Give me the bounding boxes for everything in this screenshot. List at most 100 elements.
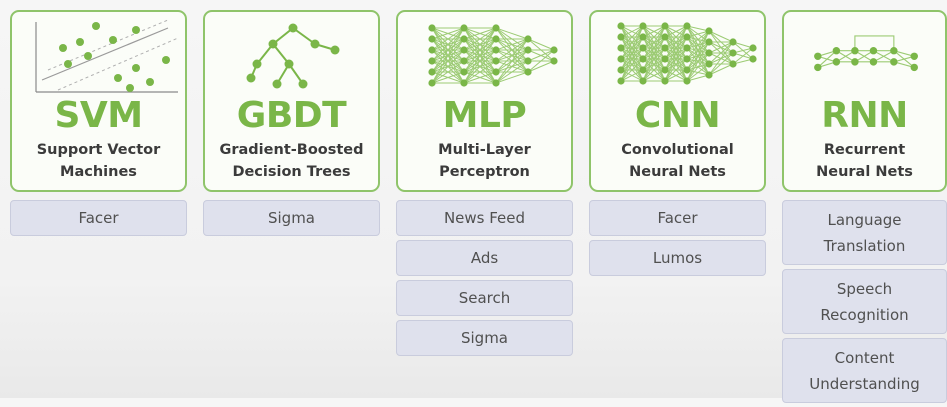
model-full-name: Gradient-Boosted Decision Trees xyxy=(219,142,364,180)
network-node xyxy=(639,66,647,74)
network-node xyxy=(460,57,468,65)
network-node xyxy=(639,55,647,63)
use-case-chip: Lumos xyxy=(589,240,766,276)
network-node xyxy=(550,57,558,65)
network-node xyxy=(460,24,468,32)
use-case-list: Facer xyxy=(10,200,187,240)
network-node xyxy=(492,46,500,54)
network-edge xyxy=(495,38,529,84)
network-node xyxy=(683,44,691,52)
network-node xyxy=(705,38,713,46)
cnn-network-illustration xyxy=(617,22,757,85)
network-node xyxy=(617,66,625,74)
svm-illustration xyxy=(35,19,179,93)
network-node xyxy=(492,79,500,87)
network-node xyxy=(428,46,436,54)
network-edge xyxy=(664,36,688,82)
network-edge xyxy=(620,25,644,60)
model-card-mlp: MLP Multi-Layer Perceptron xyxy=(396,10,573,192)
network-node xyxy=(705,49,713,57)
network-edge xyxy=(527,49,555,73)
network-edge xyxy=(642,25,666,82)
mlp-network-illustration xyxy=(428,24,558,87)
network-edge xyxy=(708,41,734,65)
network-node xyxy=(661,77,669,85)
network-edge xyxy=(431,49,465,84)
network-edge xyxy=(431,60,465,84)
network-edge xyxy=(495,71,529,84)
network-edge xyxy=(708,30,734,43)
network-edge xyxy=(431,27,465,40)
network-edge xyxy=(686,30,710,82)
network-edge xyxy=(686,52,710,82)
network-edge xyxy=(620,25,644,49)
model-full-name: Convolutional Neural Nets xyxy=(621,142,734,180)
network-edge xyxy=(431,71,465,84)
network-node xyxy=(661,44,669,52)
network-node xyxy=(428,24,436,32)
network-node xyxy=(428,57,436,65)
rnn-network-illustration xyxy=(814,35,918,72)
decision-tree-illustration xyxy=(246,23,340,89)
network-node xyxy=(683,66,691,74)
network-edge xyxy=(708,41,734,54)
network-node xyxy=(661,66,669,74)
use-case-chip: Content Understanding xyxy=(782,338,947,403)
network-node xyxy=(617,33,625,41)
network-edge xyxy=(495,60,529,84)
network-node xyxy=(661,55,669,63)
network-node xyxy=(617,55,625,63)
network-edge xyxy=(642,69,666,82)
network-edge xyxy=(463,27,497,62)
model-full-name: Multi-Layer Perceptron xyxy=(438,142,531,180)
network-edge xyxy=(620,58,644,82)
use-case-chip: News Feed xyxy=(396,200,573,236)
network-node xyxy=(428,35,436,43)
network-node xyxy=(729,49,737,57)
network-edge xyxy=(463,27,497,73)
network-node xyxy=(639,44,647,52)
network-edge xyxy=(495,38,529,51)
network-node xyxy=(749,55,757,63)
network-node xyxy=(661,22,669,30)
use-case-list: Facer Lumos xyxy=(589,200,766,280)
use-case-chip: Facer xyxy=(10,200,187,236)
network-edge xyxy=(664,25,688,82)
network-edge xyxy=(620,25,644,38)
network-edge xyxy=(620,69,644,82)
network-node xyxy=(492,24,500,32)
network-edge xyxy=(431,27,465,84)
use-case-chip: Sigma xyxy=(396,320,573,356)
network-node xyxy=(683,33,691,41)
network-edge xyxy=(642,25,666,49)
network-edge xyxy=(495,38,529,73)
network-node xyxy=(705,60,713,68)
network-edge xyxy=(664,58,688,82)
use-case-chip: Facer xyxy=(589,200,766,236)
model-card-rnn: RNN Recurrent Neural Nets xyxy=(782,10,947,192)
use-case-chip: Sigma xyxy=(203,200,380,236)
network-node xyxy=(492,57,500,65)
network-edge xyxy=(686,41,710,82)
network-edge xyxy=(708,52,734,76)
network-edge xyxy=(686,30,710,49)
network-node xyxy=(460,68,468,76)
network-edge xyxy=(431,38,465,84)
network-edge xyxy=(686,30,710,38)
network-node xyxy=(639,77,647,85)
network-edge xyxy=(527,60,555,73)
network-edge xyxy=(732,47,754,65)
network-edge xyxy=(620,25,644,82)
network-node xyxy=(617,22,625,30)
network-edge xyxy=(495,27,529,40)
network-node xyxy=(617,44,625,52)
network-edge xyxy=(463,27,497,84)
model-card-svm: SVM Support Vector Machines xyxy=(10,10,187,192)
network-edge xyxy=(527,38,555,51)
network-node xyxy=(524,46,532,54)
model-abbreviation: GBDT xyxy=(236,95,347,136)
network-edge xyxy=(642,25,666,71)
network-node xyxy=(524,57,532,65)
network-edge xyxy=(495,49,529,84)
network-edge xyxy=(463,71,497,84)
